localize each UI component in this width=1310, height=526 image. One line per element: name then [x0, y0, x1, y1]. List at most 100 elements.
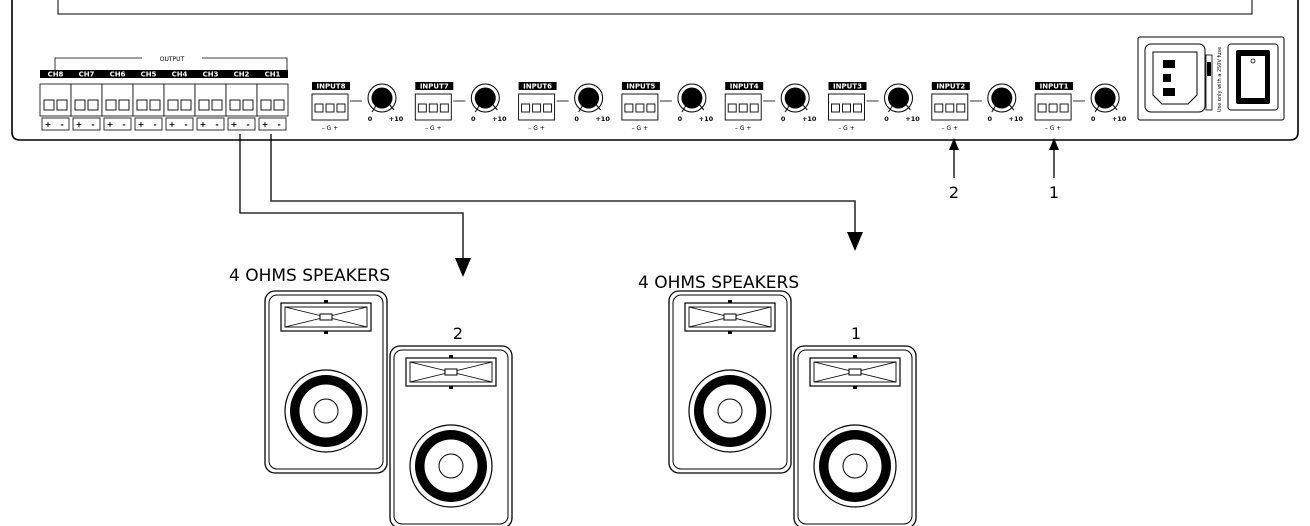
- channel-label: CH6: [110, 71, 126, 79]
- knob-min-label: 0: [368, 115, 373, 123]
- output-channel-ch6: CH6+-: [101, 70, 134, 131]
- tweeter-horn: [405, 355, 497, 389]
- knob-max-label: +10: [492, 115, 507, 123]
- terminal-screw[interactable]: [198, 99, 210, 111]
- input-label: INPUT4: [730, 83, 759, 91]
- channel-label: CH3: [203, 71, 219, 79]
- speaker-wires: [239, 134, 863, 277]
- input1-marker: 1: [1049, 183, 1059, 202]
- power-inlet-module: Use only with a 250V fuse: [1137, 36, 1285, 121]
- terminal-screw[interactable]: [118, 99, 130, 111]
- channel-label: CH4: [172, 71, 188, 79]
- input-pin-labels: – G +: [838, 125, 855, 132]
- input-pin-labels: – G +: [942, 125, 959, 132]
- input-chip: [1035, 82, 1074, 90]
- gain-knob[interactable]: 0+10: [1090, 83, 1127, 123]
- input-label: INPUT1: [1040, 83, 1069, 91]
- channel-label: CH2: [234, 71, 250, 79]
- terminal-screw[interactable]: [260, 99, 272, 111]
- output-channel-ch2: CH2+-: [225, 70, 258, 131]
- output-channel-ch5: CH5+-: [132, 70, 165, 131]
- terminal-screw[interactable]: [43, 99, 55, 111]
- terminal-screw[interactable]: [167, 99, 179, 111]
- knob-max-label: +10: [595, 115, 610, 123]
- input-label: INPUT7: [420, 83, 449, 91]
- input-pin-labels: – G +: [322, 125, 339, 132]
- knob-min-label: 0: [988, 115, 993, 123]
- input-pin-labels: – G +: [528, 125, 545, 132]
- woofer: [284, 369, 368, 453]
- input-1: INPUT1 – G + 0+10: [1034, 82, 1127, 132]
- knob-min-label: 0: [574, 115, 579, 123]
- gain-knob[interactable]: 0 +10: [987, 83, 1024, 123]
- channel-label: CH1: [265, 71, 281, 79]
- terminal-plus: +: [262, 120, 269, 129]
- speaker-1-back: [668, 290, 792, 474]
- input-8: INPUT8– G +0+10: [311, 82, 404, 132]
- knob-max-label: +10: [905, 115, 920, 123]
- input-pin-labels: – G +: [735, 125, 752, 132]
- woofer: [688, 369, 772, 453]
- input-pin-labels: – G +: [632, 125, 649, 132]
- gain-knob[interactable]: 0 +10: [470, 83, 507, 123]
- gain-knob[interactable]: 0+10: [367, 83, 404, 123]
- terminal-minus: -: [184, 120, 187, 129]
- terminal-screw[interactable]: [56, 99, 68, 111]
- terminal-plus: +: [76, 120, 83, 129]
- terminal-screw[interactable]: [149, 99, 161, 111]
- input-2: INPUT2– G +0+10: [931, 82, 1024, 132]
- gain-knob[interactable]: 0 +10: [677, 83, 714, 123]
- tweeter-horn: [684, 300, 776, 334]
- terminal-screw[interactable]: [87, 99, 99, 111]
- output-channel-ch7: CH7+-: [70, 70, 103, 131]
- input-pin-labels: – G +: [1045, 125, 1062, 132]
- knob-max-label: +10: [1112, 115, 1127, 123]
- channel-chip: [164, 70, 195, 78]
- terminal-minus: -: [60, 120, 63, 129]
- terminal-screw[interactable]: [105, 99, 117, 111]
- gain-knob[interactable]: 0+10: [780, 83, 817, 123]
- gain-knob[interactable]: 0 +10: [884, 83, 920, 123]
- speaker-right-number: 1: [851, 324, 861, 343]
- terminal-plus: +: [200, 120, 207, 129]
- channel-chip: [257, 70, 288, 78]
- input-chip: [828, 82, 867, 90]
- input-chip: [415, 82, 454, 90]
- input-7: INPUT7 – G + 0 +10: [414, 82, 507, 132]
- terminal-screw[interactable]: [273, 99, 285, 111]
- speaker-left-number: 2: [453, 324, 463, 343]
- output-channel-ch4: CH4 +-: [163, 70, 196, 131]
- terminal-plus: +: [231, 120, 238, 129]
- terminal-minus: -: [277, 120, 280, 129]
- terminal-screw[interactable]: [211, 99, 223, 111]
- input2-marker: 2: [949, 183, 959, 202]
- speakers: [264, 290, 917, 526]
- channel-label: CH8: [48, 71, 64, 79]
- terminal-screw[interactable]: [180, 99, 192, 111]
- terminal-screw[interactable]: [136, 99, 148, 111]
- input-chip: [621, 82, 660, 90]
- knob-min-label: 0: [678, 115, 683, 123]
- terminal-screw[interactable]: [242, 99, 254, 111]
- output-channel-ch1: CH1 +-: [256, 70, 289, 131]
- terminal-plus: +: [45, 120, 52, 129]
- gain-knob[interactable]: 0 +10: [574, 83, 610, 123]
- terminal-screw[interactable]: [74, 99, 86, 111]
- input-3: INPUT3– G +0+10: [828, 82, 920, 132]
- tweeter-horn: [809, 355, 901, 389]
- speaker-2-front: [389, 345, 513, 526]
- knob-max-label: +10: [699, 115, 714, 123]
- input-label: INPUT6: [523, 83, 552, 91]
- channel-chip: [195, 70, 226, 78]
- input-chip: [312, 82, 350, 90]
- knob-max-label: +10: [1009, 115, 1024, 123]
- terminal-screw[interactable]: [229, 99, 241, 111]
- knob-min-label: 0: [884, 115, 889, 123]
- speaker-1-front: [793, 345, 917, 526]
- tweeter-horn: [280, 300, 372, 334]
- input-pin-labels: – G +: [425, 125, 442, 132]
- knob-min-label: 0: [471, 115, 476, 123]
- terminal-plus: +: [169, 120, 176, 129]
- input-4: INPUT4 – G + 0+10: [724, 82, 817, 132]
